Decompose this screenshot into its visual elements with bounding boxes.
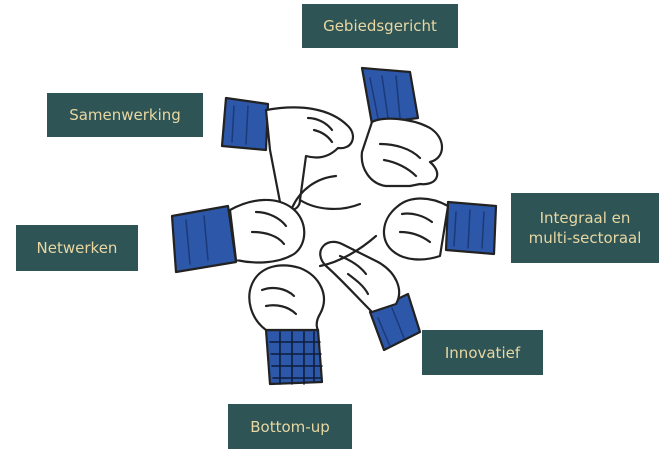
sleeve-top [360,66,420,126]
sleeve-top-left [220,96,270,152]
label-gebiedsgericht: Gebiedsgericht [302,4,458,48]
label-innovatief: Innovatief [422,330,543,375]
sleeve-bottom [264,328,324,386]
label-integraal-en-multi-sectoraal: Integraal en multi-sectoraal [511,193,659,263]
label-bottom-up: Bottom-up [228,404,352,449]
label-netwerken: Netwerken [16,225,138,271]
sleeve-left [170,204,238,274]
sleeve-right [444,200,498,256]
label-samenwerking: Samenwerking [47,93,203,137]
